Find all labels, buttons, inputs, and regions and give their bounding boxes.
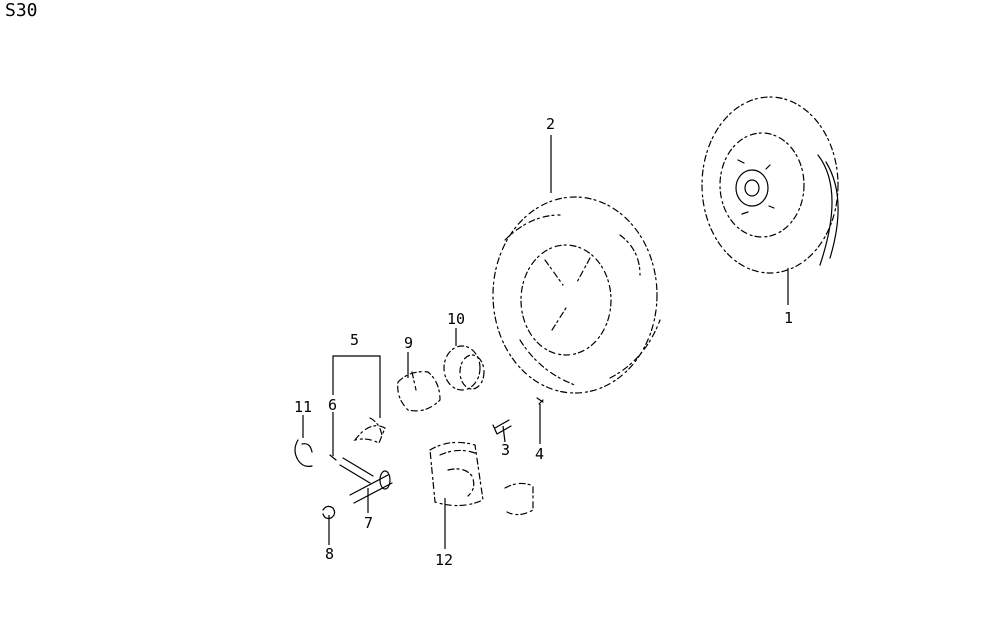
part-12-retainer[interactable] xyxy=(429,441,534,516)
callout-12: 12 xyxy=(435,551,453,569)
part-4-bolt[interactable] xyxy=(536,397,544,405)
callout-11: 11 xyxy=(294,398,312,416)
part-1-clutch-disc[interactable] xyxy=(701,96,839,274)
part-6-lever[interactable] xyxy=(329,454,374,484)
sheet-id: S30 xyxy=(5,0,38,21)
callout-7: 7 xyxy=(364,514,373,532)
callout-5: 5 xyxy=(350,331,359,349)
part-11-spring-clip[interactable] xyxy=(294,439,313,467)
part-10-release-bearing[interactable] xyxy=(443,345,485,391)
part-7-shaft[interactable] xyxy=(349,470,393,504)
part-3-bolt[interactable] xyxy=(492,419,512,435)
callout-6: 6 xyxy=(328,396,337,414)
callout-3: 3 xyxy=(501,441,510,459)
callout-10: 10 xyxy=(447,310,465,328)
leader-lines xyxy=(302,135,789,549)
callout-1: 1 xyxy=(784,309,793,327)
callout-8: 8 xyxy=(325,545,334,563)
part-5-release-fork[interactable] xyxy=(353,417,386,444)
part-8-clip[interactable] xyxy=(322,505,336,520)
part-2-clutch-cover[interactable] xyxy=(492,196,661,394)
callout-9: 9 xyxy=(404,334,413,352)
part-9-bearing-sleeve[interactable] xyxy=(397,371,441,412)
callout-2: 2 xyxy=(546,115,555,133)
callout-4: 4 xyxy=(535,445,544,463)
